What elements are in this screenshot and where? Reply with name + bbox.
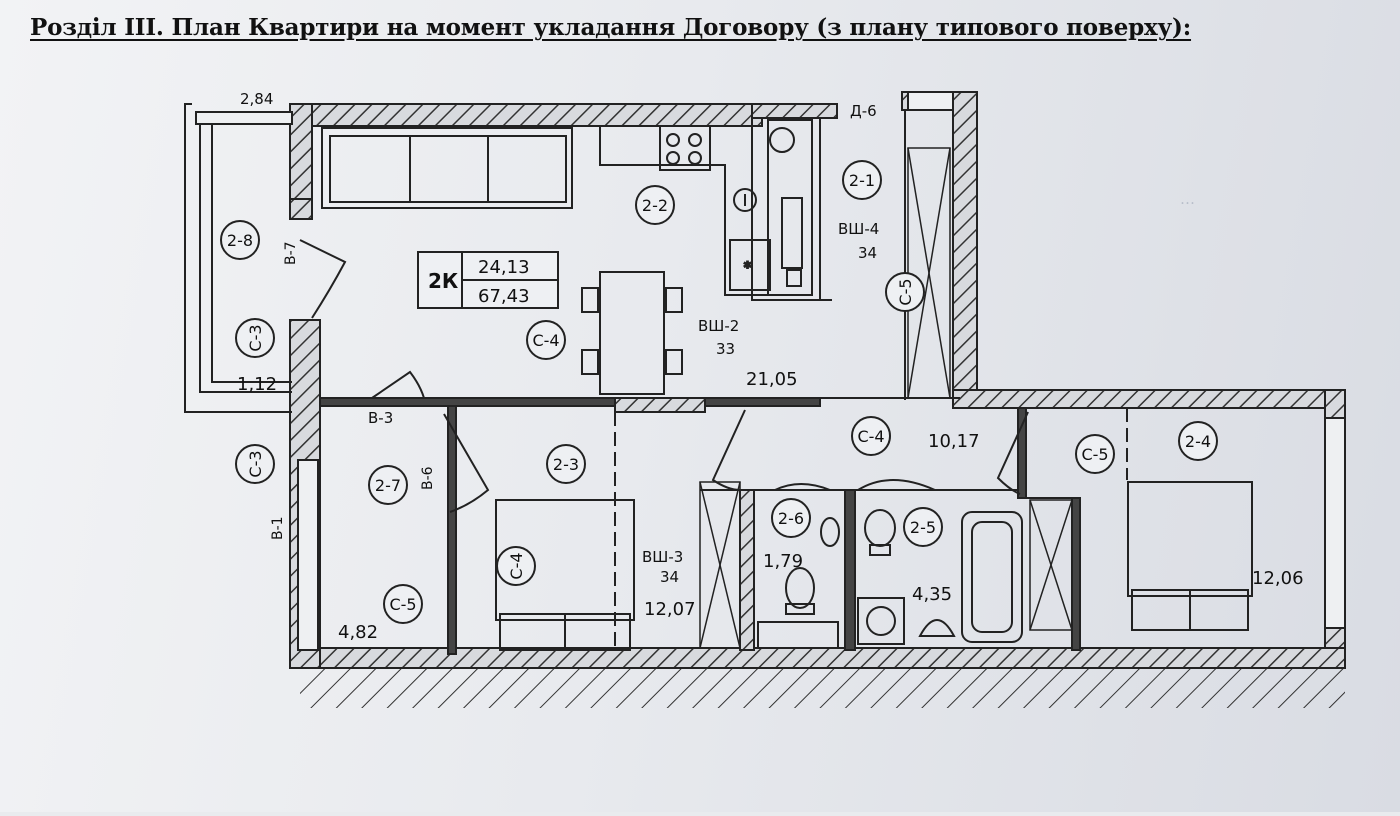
plan-labels: 2,84Д-6ВШ-434ВШ-23321,051,12В-7В-3В-6В-1…: [237, 90, 1304, 643]
plan-label: 2,84: [240, 90, 273, 108]
svg-text:С-4: С-4: [532, 331, 559, 350]
utility-column: [767, 119, 813, 296]
room-marker-С-5: С-5: [1075, 434, 1115, 474]
interior-walls: [319, 397, 1081, 655]
svg-text:2-8: 2-8: [227, 231, 253, 250]
plan-label: Д-6: [850, 102, 877, 120]
svg-text:С-4: С-4: [857, 427, 884, 446]
kitchen-counter: *: [659, 125, 771, 291]
svg-text:2-2: 2-2: [642, 196, 668, 215]
svg-text:2-6: 2-6: [778, 509, 804, 528]
svg-text:2-7: 2-7: [375, 476, 401, 495]
plan-label: 12,07: [644, 599, 696, 620]
room-marker-С-3: С-3: [235, 318, 275, 358]
room-marker-С-4: С-4: [496, 546, 536, 586]
plan-label: В-3: [368, 409, 393, 427]
sofa: [321, 127, 573, 209]
apartment-type: 2К: [428, 269, 459, 293]
svg-text:С-4: С-4: [507, 552, 526, 579]
apartment-living-area: 24,13: [478, 257, 530, 278]
svg-text:С-5: С-5: [896, 278, 915, 305]
room-markers: 2-12-22-32-42-52-62-72-8С-3С-3С-4С-4С-4С…: [220, 160, 1218, 624]
dining-table: [581, 271, 683, 395]
svg-text:С-3: С-3: [246, 450, 265, 477]
plan-label: 10,17: [928, 431, 980, 452]
svg-text:2-3: 2-3: [553, 455, 579, 474]
plan-label: 33: [716, 340, 735, 358]
plan-label: 1,12: [237, 374, 277, 395]
plan-label: ВШ-4: [838, 220, 879, 238]
bed-bedroom-2-3: [495, 499, 635, 651]
plan-label: 34: [660, 568, 679, 586]
plan-label: 4,35: [912, 584, 952, 605]
balcony-walls-small: [289, 198, 313, 220]
room-marker-2-2: 2-2: [635, 185, 675, 225]
plan-label: ВШ-3: [642, 548, 683, 566]
room-marker-С-5: С-5: [885, 272, 925, 312]
apartment-badge: 2К 24,13 67,43: [417, 251, 559, 309]
plan-label: 21,05: [746, 369, 798, 390]
apartment-total-area: 67,43: [478, 286, 530, 307]
ground-hatch: [300, 668, 1345, 708]
room-marker-2-8: 2-8: [220, 220, 260, 260]
plan-label: В-6: [420, 466, 436, 490]
room-marker-С-5: С-5: [383, 584, 423, 624]
svg-text:С-3: С-3: [246, 324, 265, 351]
room-marker-2-5: 2-5: [903, 507, 943, 547]
plan-label: В-1: [270, 516, 286, 540]
plan-label: 34: [858, 244, 877, 262]
plan-label: 1,79: [763, 551, 803, 572]
room-marker-С-4: С-4: [526, 320, 566, 360]
room-marker-2-6: 2-6: [771, 498, 811, 538]
room-marker-2-7: 2-7: [368, 465, 408, 505]
room-marker-2-4: 2-4: [1178, 421, 1218, 461]
room-marker-2-1: 2-1: [842, 160, 882, 200]
room-marker-С-4: С-4: [851, 416, 891, 456]
windows: [195, 91, 1346, 651]
plan-label: 12,06: [1252, 568, 1304, 589]
plan-label: В-7: [283, 241, 299, 265]
plan-label: 4,82: [338, 622, 378, 643]
svg-text:С-5: С-5: [1081, 445, 1108, 464]
svg-text:С-5: С-5: [389, 595, 416, 614]
room-marker-2-3: 2-3: [546, 444, 586, 484]
bleed-through-text-1: …: [1180, 190, 1195, 208]
svg-text:2-4: 2-4: [1185, 432, 1211, 451]
plan-label: ВШ-2: [698, 317, 739, 335]
svg-text:2-1: 2-1: [849, 171, 875, 190]
bathroom-fixtures: [757, 509, 1023, 649]
bed-bedroom-2-4: [1127, 481, 1253, 631]
room-marker-С-3: С-3: [235, 444, 275, 484]
section-heading: Розділ III. План Квартири на момент укла…: [30, 14, 1192, 41]
wardrobes: [699, 147, 1073, 649]
svg-text:*: *: [744, 260, 751, 276]
svg-text:2-5: 2-5: [910, 518, 936, 537]
